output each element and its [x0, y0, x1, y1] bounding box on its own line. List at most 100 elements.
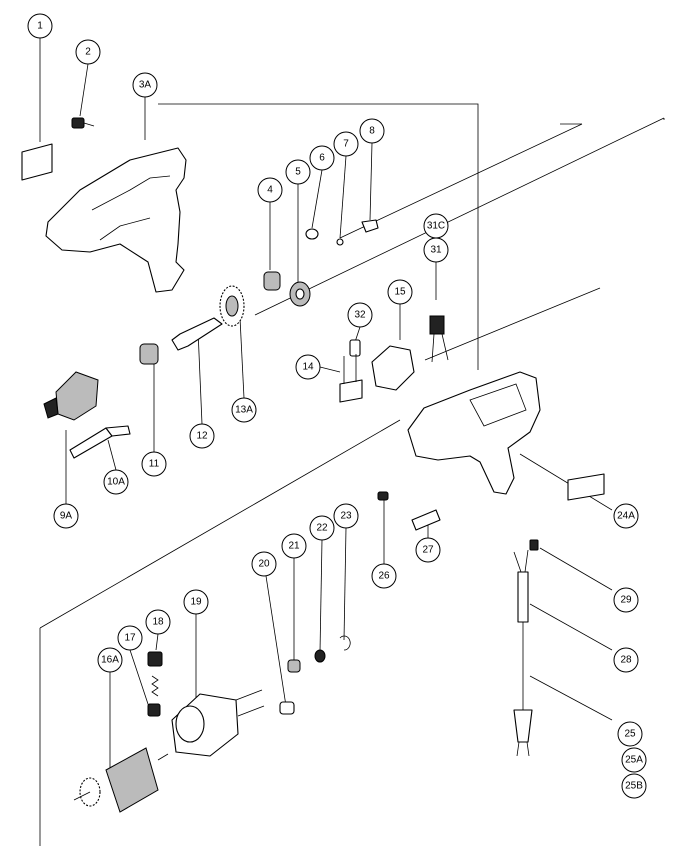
callout-label: 3A	[139, 80, 152, 91]
stator-part	[171, 689, 265, 757]
housing-right	[407, 371, 541, 495]
callout-14: 14	[295, 354, 321, 380]
callout-label: 1	[37, 21, 43, 32]
callout-1: 1	[27, 13, 53, 39]
retaining-ring	[339, 635, 351, 651]
callout-2: 2	[75, 39, 101, 65]
housing-half	[45, 147, 187, 293]
callout-21: 21	[281, 533, 307, 559]
callout-3A: 3A	[132, 72, 158, 98]
callout-label: 23	[340, 511, 352, 522]
callout-label: 32	[354, 310, 366, 321]
chuck-key	[69, 425, 131, 459]
leader-lines	[39, 38, 613, 770]
ring-part	[361, 219, 379, 233]
callout-label: 25	[624, 729, 636, 740]
callout-label: 16A	[101, 655, 119, 666]
ball-part	[336, 238, 344, 246]
callout-7: 7	[333, 131, 359, 157]
callout-32: 32	[347, 302, 373, 328]
callout-26: 26	[371, 563, 397, 589]
callout-label: 22	[316, 523, 328, 534]
callout-label: 15	[394, 287, 406, 298]
callout-label: 31	[430, 245, 442, 256]
callout-label: 20	[258, 559, 270, 570]
callout-20: 20	[251, 551, 277, 577]
callout-9A: 9A	[53, 503, 79, 529]
callout-label: 17	[124, 633, 136, 644]
callout-label: 12	[196, 431, 208, 442]
callout-label: 21	[288, 541, 300, 552]
callout-22: 22	[309, 515, 335, 541]
callouts: 1 2 3A 4 5 6 7 8 31C 31 15 32 14 13A 12 …	[27, 13, 647, 799]
switch-part	[371, 345, 415, 391]
callout-label: 27	[422, 545, 434, 556]
callout-29: 29	[613, 587, 639, 613]
callout-4: 4	[257, 177, 283, 203]
callout-label: 9A	[60, 511, 73, 522]
gear-part	[219, 285, 245, 327]
cord-armor	[517, 571, 529, 623]
callout-label: 25B	[625, 781, 643, 792]
callout-25B: 25B	[621, 773, 647, 799]
callout-25: 25	[617, 721, 643, 747]
washer-part	[305, 228, 319, 240]
callout-label: 5	[295, 167, 301, 178]
power-cord-plug	[513, 622, 533, 757]
callout-label: 18	[152, 617, 164, 628]
sleeve-part	[263, 271, 281, 291]
screw-part	[71, 117, 95, 129]
callout-16A: 16A	[97, 647, 123, 673]
label-plate	[21, 143, 53, 181]
callout-12: 12	[189, 423, 215, 449]
washer-small	[314, 649, 326, 663]
callout-label: 19	[190, 597, 202, 608]
callout-5: 5	[285, 159, 311, 185]
callout-25A: 25A	[621, 747, 647, 773]
spindle-sleeve	[139, 343, 159, 365]
cord-clip	[411, 509, 441, 531]
label-plate-right	[567, 473, 605, 501]
spacer-part	[287, 659, 301, 673]
callout-label: 31C	[427, 221, 445, 232]
carbon-brush	[349, 339, 361, 357]
callout-31C: 31C	[423, 213, 449, 239]
callout-24A: 24A	[613, 503, 639, 529]
callout-8: 8	[359, 118, 385, 144]
callout-18: 18	[145, 609, 171, 635]
callout-6: 6	[309, 145, 335, 171]
callout-label: 28	[620, 655, 632, 666]
callout-label: 26	[378, 571, 390, 582]
spindle-part	[171, 317, 223, 351]
callout-label: 24A	[617, 511, 635, 522]
bearing-small	[279, 701, 295, 715]
cord-clip-screw	[377, 491, 389, 501]
callout-label: 13A	[235, 405, 253, 416]
callout-19: 19	[183, 589, 209, 615]
callout-label: 4	[267, 185, 273, 196]
callout-label: 6	[319, 153, 325, 164]
callout-label: 14	[302, 362, 314, 373]
callout-17: 17	[117, 625, 143, 651]
assembly-frame-lines	[39, 103, 665, 846]
cord-end-sleeve	[529, 539, 539, 551]
armature-part	[73, 747, 169, 813]
brush-spring	[147, 675, 161, 717]
callout-15: 15	[387, 279, 413, 305]
callout-10A: 10A	[103, 469, 129, 495]
drill-chuck	[43, 371, 99, 421]
callout-31: 31	[423, 237, 449, 263]
brush-cap	[147, 651, 163, 667]
callout-label: 7	[343, 139, 349, 150]
callout-13A: 13A	[231, 397, 257, 423]
callout-label: 29	[620, 595, 632, 606]
callout-23: 23	[333, 503, 359, 529]
callout-28: 28	[613, 647, 639, 673]
callout-label: 25A	[625, 755, 643, 766]
callout-label: 2	[85, 47, 91, 58]
callout-label: 10A	[107, 477, 125, 488]
callout-label: 8	[369, 126, 375, 137]
bearing-part	[289, 281, 311, 307]
callout-11: 11	[141, 451, 167, 477]
